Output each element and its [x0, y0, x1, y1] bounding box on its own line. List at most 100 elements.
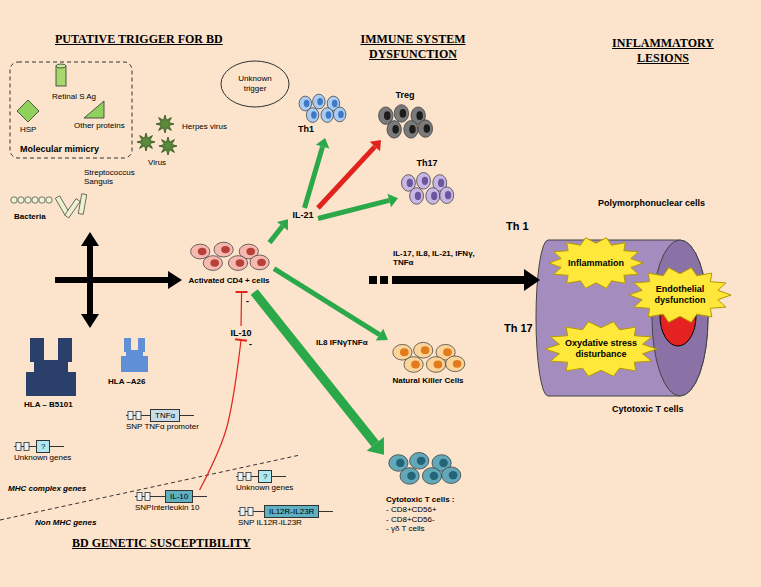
cell-body — [394, 105, 408, 122]
bacteria-icon — [39, 197, 45, 203]
th1-cells: Th1 — [296, 92, 348, 138]
connector — [274, 269, 380, 335]
exon-mark — [238, 473, 243, 481]
cell-nucleus — [411, 361, 420, 369]
text-label: HSP — [20, 125, 36, 134]
exon-mark — [240, 508, 245, 516]
cell-body — [400, 468, 419, 485]
cell-nucleus — [434, 361, 443, 369]
node-text: Cytotoxic T cells : — [386, 495, 454, 505]
cell-nucleus — [384, 111, 390, 120]
burst-outline — [549, 238, 643, 289]
region-heading: IMMUNE SYSTEM DYSFUNCTION — [350, 32, 476, 62]
cell-body — [404, 121, 418, 138]
text-label: Th 1 — [506, 220, 529, 233]
th17-cells: Th17 — [398, 154, 456, 206]
node-text: Unknown genes — [14, 453, 71, 463]
protein-triangle — [84, 101, 104, 118]
retinal-antigen-icon — [56, 66, 66, 86]
gene-box: TNFα — [150, 409, 180, 422]
node-text: SNP TNFα promoter — [126, 422, 199, 432]
cell-body — [417, 173, 431, 190]
gene-marker: IL-10SNPInterleukin 10 — [135, 490, 230, 513]
cell-nucleus — [431, 192, 437, 200]
connector — [254, 292, 375, 444]
exon-mark — [137, 493, 142, 501]
bacteria-icon — [46, 197, 52, 203]
trigger-outline — [221, 61, 289, 107]
cell-nucleus — [439, 459, 448, 467]
cross-arrow — [168, 271, 182, 289]
cell-nucleus — [400, 109, 406, 118]
cell-nucleus — [396, 459, 405, 467]
cell-body — [426, 357, 445, 373]
burst-outline — [629, 268, 731, 323]
node-text: Th1 — [298, 124, 314, 135]
node-text: - γδ T cells — [386, 524, 425, 534]
cytotoxic-cells: Cytotoxic T cells :- CD8+CD56+- CD8+CD56… — [384, 450, 464, 546]
cell-nucleus — [400, 348, 409, 356]
cell-body — [306, 108, 318, 123]
exon-mark — [145, 493, 150, 501]
cell-nucleus — [332, 100, 338, 107]
hla-a26-icon — [121, 350, 148, 372]
cell-nucleus — [257, 259, 266, 266]
cell-body — [333, 107, 345, 122]
region-outline — [0, 0, 305, 286]
herpes-virus-icon — [159, 137, 177, 155]
cell-nucleus — [198, 248, 207, 255]
cell-body — [404, 357, 423, 373]
herpes-virus-icon — [137, 115, 177, 155]
region-shape — [0, 288, 395, 587]
connector — [240, 292, 242, 326]
exon-mark — [248, 508, 253, 516]
cell-nucleus — [443, 348, 452, 356]
cell-nucleus — [246, 248, 255, 255]
hla-a26-icon — [124, 338, 131, 352]
edge-label: IL-17, IL8, IL-21, IFNγ, TNFα — [393, 249, 483, 267]
connector — [270, 226, 283, 242]
gene-marker: IL12R-IL23RSNP IL12R-IL23R — [238, 505, 338, 528]
node-text: IL-21 — [292, 210, 313, 221]
text-label: Th 17 — [504, 322, 533, 335]
hla-b5101-icon — [58, 338, 72, 362]
cd4-cells: Activated CD4 + cells — [184, 240, 274, 292]
cell-nucleus — [311, 111, 317, 118]
cell-nucleus — [304, 100, 310, 107]
hsp-diamond — [17, 100, 39, 122]
gene-marker: ?Unknown genes — [14, 440, 84, 463]
node-text: Oxydative stress disturbance — [560, 338, 642, 360]
gene-marker: TNFαSNP TNFα promoter — [126, 409, 211, 432]
region-fill — [0, 0, 305, 286]
node-text: - CD8+CD56+ — [386, 505, 437, 515]
cross-arrow — [87, 244, 93, 316]
node-text: Unknown genes — [236, 483, 293, 493]
cross-arrow — [81, 232, 99, 246]
cell-nucleus — [445, 191, 451, 199]
node-text: SNPInterleukin 10 — [135, 503, 199, 513]
cell-body — [422, 468, 441, 485]
text-label: Cytotoxic T cells — [612, 404, 684, 414]
text-label: Herpes virus — [182, 122, 227, 131]
cross-arrow — [55, 232, 182, 328]
herpes-virus-icon — [156, 115, 174, 133]
hla-b5101-icon — [30, 338, 44, 362]
cell-nucleus — [438, 179, 444, 187]
cell-body — [214, 242, 233, 257]
cell-nucleus — [210, 259, 219, 266]
burst-outline — [545, 322, 657, 377]
region-shape — [483, 0, 761, 587]
node-text: Natural Killer Cells — [392, 376, 463, 386]
cell-body — [446, 356, 465, 372]
cell-body — [418, 120, 432, 137]
gene-box: IL-10 — [165, 490, 193, 503]
text-label: Non MHC genes — [35, 518, 96, 527]
cell-body — [426, 188, 440, 205]
text-label: HLA –A26 — [108, 377, 146, 386]
connector — [392, 276, 524, 284]
exon-mark — [246, 473, 251, 481]
effect-burst: Oxydative stress disturbance — [544, 320, 658, 378]
effect-burst: Inflammation — [548, 236, 644, 290]
